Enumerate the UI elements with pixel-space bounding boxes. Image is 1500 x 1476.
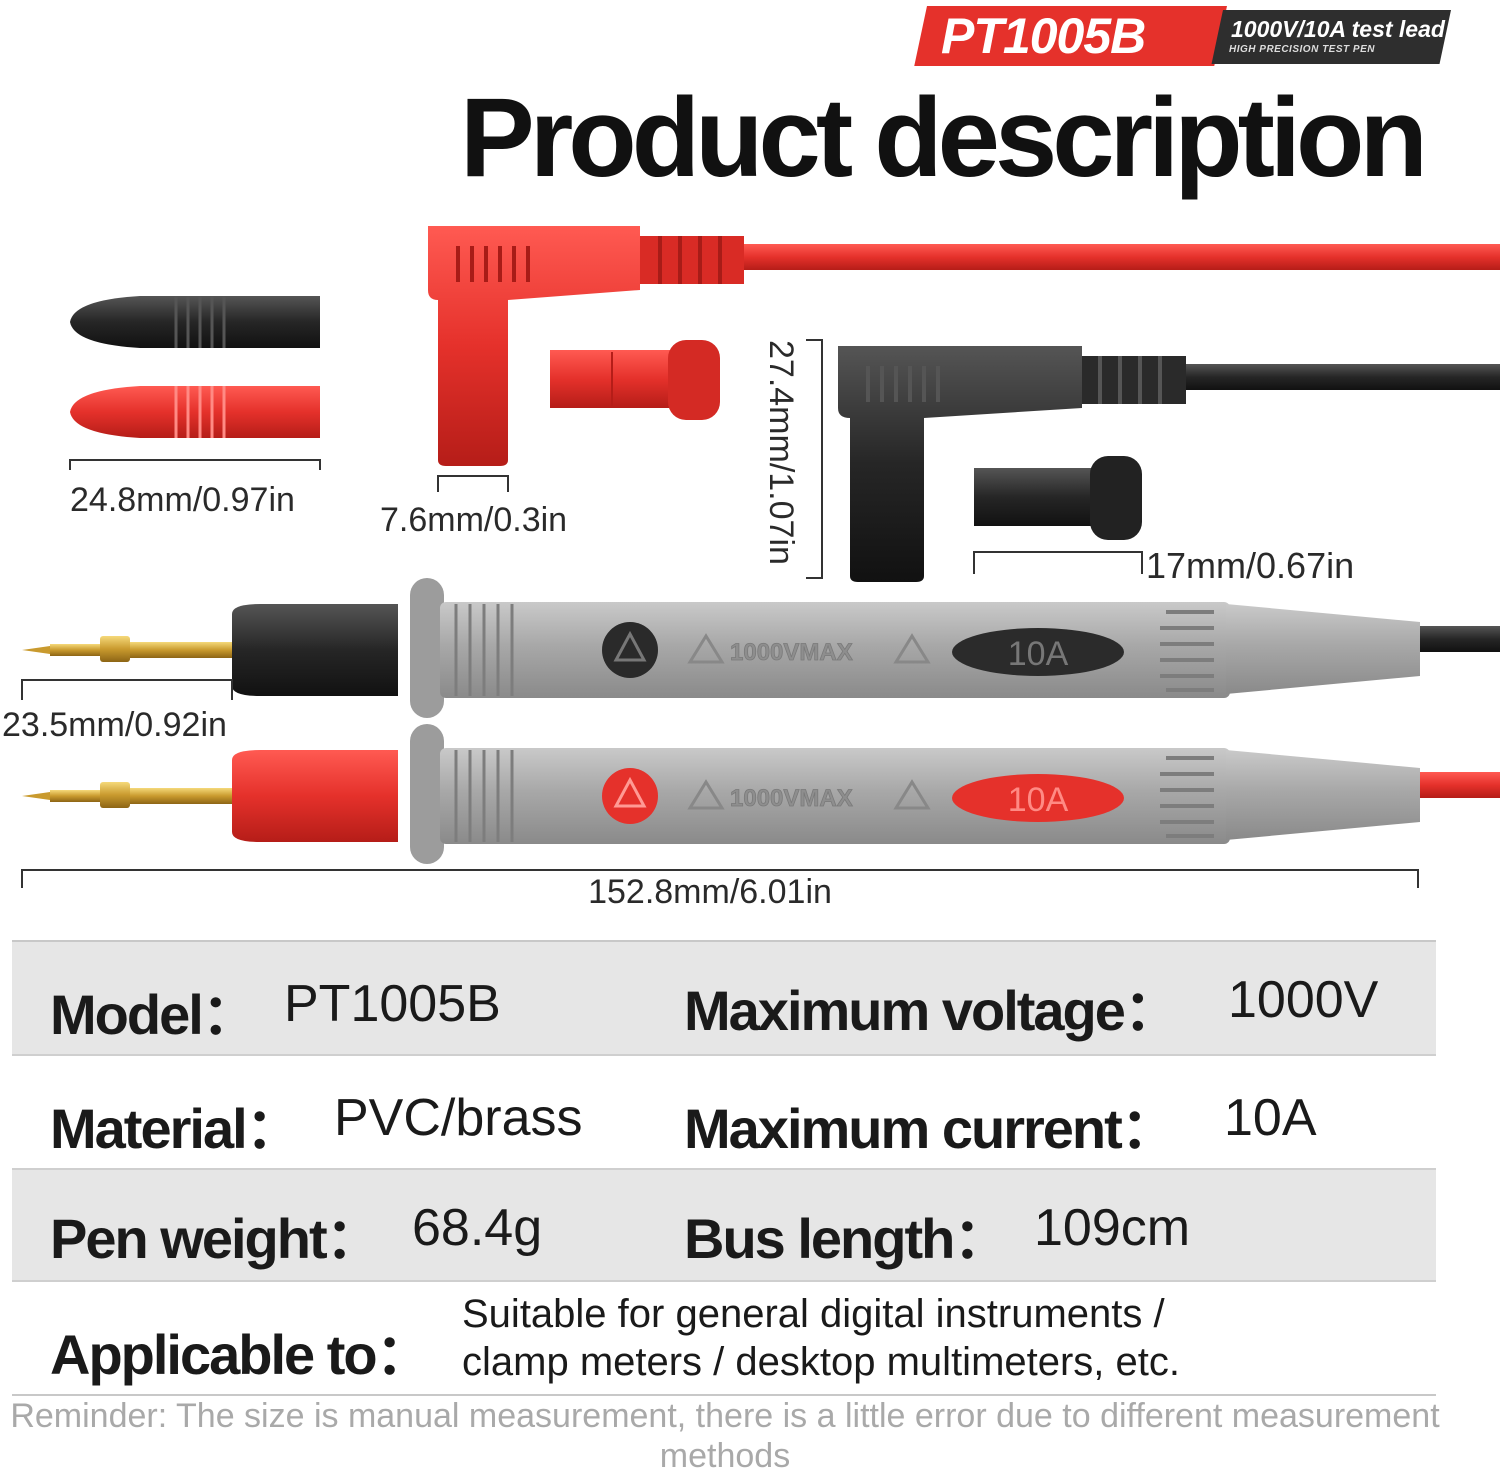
model-label: Model： <box>50 983 258 1046</box>
red-plug-sleeve <box>550 340 720 420</box>
max-current-value: 10A <box>1224 1089 1317 1147</box>
dim-tip-cap-length: 24.8mm/0.97in <box>70 481 295 519</box>
voltage-marking-black: 1000VMAX <box>730 639 853 666</box>
bus-length-label: Bus length： <box>684 1207 1009 1270</box>
pen-weight-value: 68.4g <box>412 1199 543 1257</box>
red-tip-cap <box>70 386 320 438</box>
black-right-angle-plug <box>838 346 1500 582</box>
dim-probe-length: 152.8mm/6.01in <box>588 873 832 911</box>
product-illustration: 24.8mm/0.97in 7.6mm/0.3in <box>2 226 1500 911</box>
warning-triangle-icon <box>602 622 658 678</box>
max-voltage-value: 1000V <box>1228 971 1379 1029</box>
current-marking-black: 10A <box>1008 635 1069 673</box>
dim-line-plug-diameter <box>437 475 509 492</box>
max-current-label: Maximum current： <box>684 1097 1177 1160</box>
applicable-line-1: Suitable for general digital instruments… <box>462 1292 1165 1336</box>
black-plug-sleeve <box>974 456 1142 540</box>
applicable-line-2: clamp meters / desktop multimeters, etc. <box>462 1340 1181 1384</box>
spec-table: Model： PT1005B Maximum voltage： 1000V Ma… <box>12 940 1436 1396</box>
badge-title: 1000V/10A test lead <box>1231 16 1445 42</box>
applicable-label: Applicable to： <box>50 1323 432 1386</box>
black-tip-cap <box>70 296 320 348</box>
bus-length-value: 109cm <box>1034 1199 1191 1257</box>
material-value: PVC/brass <box>334 1089 583 1147</box>
spec-row-material: Material： PVC/brass Maximum current： 10A <box>12 1054 1436 1168</box>
ground-symbol-icon <box>893 779 931 810</box>
ground-symbol-icon <box>893 633 931 664</box>
badge-model: PT1005B <box>941 8 1146 64</box>
badge-subtitle: HIGH PRECISION TEST PEN <box>1229 44 1375 55</box>
dim-plug-diameter: 7.6mm/0.3in <box>380 501 567 539</box>
max-voltage-label: Maximum voltage： <box>684 979 1180 1042</box>
dim-needle-length: 23.5mm/0.92in <box>2 706 227 744</box>
warning-triangle-icon <box>602 768 658 824</box>
dim-line-probe-length <box>21 869 1419 888</box>
model-value: PT1005B <box>284 975 501 1033</box>
voltage-marking-red: 1000VMAX <box>730 785 853 812</box>
red-probe: 10A 1000VMAX <box>22 724 1500 864</box>
page-title: Product description <box>460 75 1428 200</box>
dim-line-sleeve-length <box>973 551 1143 574</box>
dim-sleeve-length: 17mm/0.67in <box>1146 545 1354 586</box>
material-label: Material： <box>50 1097 302 1160</box>
current-marking-red: 10A <box>1008 781 1069 819</box>
dim-line-plug-height <box>806 339 823 579</box>
model-badge: PT1005B 1000V/10A test lead HIGH PRECISI… <box>914 6 1457 66</box>
reminder-note: Reminder: The size is manual measurement… <box>10 1397 1440 1475</box>
dim-plug-height: 27.4mm/1.07in <box>762 340 800 565</box>
dim-line-needle <box>21 679 233 700</box>
spec-row-applicable: Applicable to： Suitable for general digi… <box>12 1280 1436 1394</box>
spec-row-model: Model： PT1005B Maximum voltage： 1000V <box>12 942 1436 1054</box>
pen-weight-label: Pen weight： <box>50 1207 382 1270</box>
black-probe: 10A 1000VMAX <box>22 578 1500 718</box>
dim-line-tip-cap <box>69 459 321 470</box>
spec-row-weight: Pen weight： 68.4g Bus length： 109cm <box>12 1168 1436 1280</box>
red-right-angle-plug <box>428 226 1500 466</box>
